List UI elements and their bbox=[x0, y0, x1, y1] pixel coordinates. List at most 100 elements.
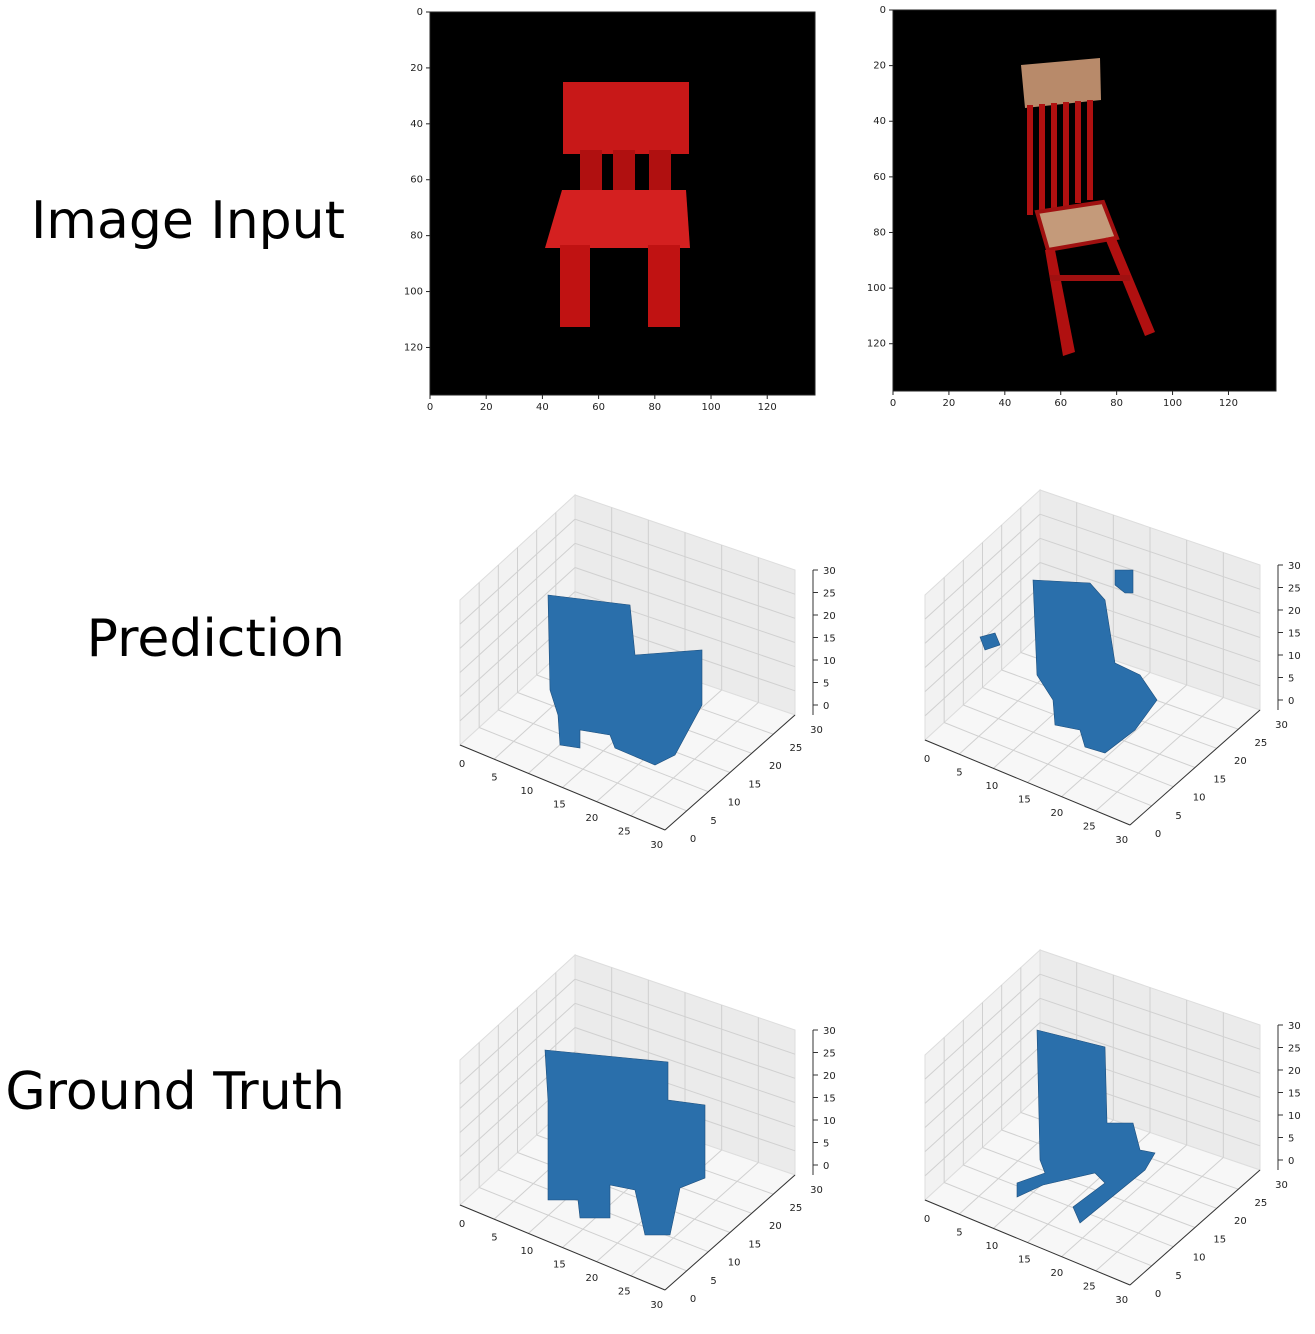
x-tick-label: 0 bbox=[459, 759, 465, 770]
x-tick-label: 0 bbox=[427, 402, 433, 413]
z-tick-label: 15 bbox=[823, 634, 836, 645]
chair-rocking-image bbox=[1021, 58, 1155, 356]
x-tick-label: 20 bbox=[585, 813, 598, 824]
y-tick-label: 0 bbox=[417, 7, 423, 18]
x-tick-label: 60 bbox=[1054, 398, 1067, 409]
y-tick-label: 120 bbox=[867, 339, 886, 350]
z-tick-label: 5 bbox=[1288, 674, 1294, 685]
y-tick-label: 20 bbox=[769, 761, 782, 772]
y-tick-label: 0 bbox=[690, 1294, 696, 1305]
y-tick-label: 25 bbox=[790, 1203, 803, 1214]
z-tick-label: 15 bbox=[823, 1094, 836, 1105]
z-tick-label: 10 bbox=[1288, 1111, 1301, 1122]
x-tick-label: 5 bbox=[491, 1232, 497, 1243]
y-tick-label: 0 bbox=[1155, 1289, 1161, 1300]
x-tick-label: 20 bbox=[1050, 1268, 1063, 1279]
axes-gridlines bbox=[459, 967, 796, 1277]
y-tick-label: 120 bbox=[404, 342, 423, 353]
y-tick-label: 15 bbox=[1213, 1234, 1226, 1245]
y-tick-label: 60 bbox=[410, 175, 423, 186]
y-tick-label: 5 bbox=[710, 816, 716, 827]
z-tick-label: 25 bbox=[823, 1049, 836, 1060]
x-tick-label: 20 bbox=[943, 398, 956, 409]
z-tick-label: 25 bbox=[823, 589, 836, 600]
x-tick-label: 80 bbox=[648, 402, 661, 413]
z-tick-label: 10 bbox=[823, 1116, 836, 1127]
z-tick-label: 5 bbox=[823, 679, 829, 690]
y-tick-label: 0 bbox=[690, 834, 696, 845]
y-tick-label: 10 bbox=[728, 1258, 741, 1269]
y-tick-label: 20 bbox=[1234, 1216, 1247, 1227]
chair-red-image bbox=[545, 82, 690, 327]
y-tick-label: 25 bbox=[790, 743, 803, 754]
x-tick-label: 25 bbox=[1083, 1281, 1096, 1292]
z-tick-label: 0 bbox=[823, 1161, 829, 1172]
y-tick-label: 25 bbox=[1255, 738, 1268, 749]
z-tick-label: 10 bbox=[823, 656, 836, 667]
y-tick-label: 40 bbox=[410, 119, 423, 130]
x-tick-label: 120 bbox=[1219, 398, 1238, 409]
y-tick-label: 15 bbox=[748, 1239, 761, 1250]
x-tick-label: 25 bbox=[618, 826, 631, 837]
z-tick-label: 20 bbox=[823, 611, 836, 622]
z-tick-label: 20 bbox=[1288, 1066, 1301, 1077]
z-tick-label: 30 bbox=[1288, 561, 1301, 572]
x-tick-label: 100 bbox=[1163, 398, 1182, 409]
x-tick-label: 10 bbox=[521, 786, 534, 797]
z-tick-label: 10 bbox=[1288, 651, 1301, 662]
z-tick-label: 15 bbox=[1288, 629, 1301, 640]
row-label-image-input: Image Input bbox=[30, 191, 345, 251]
x-tick-label: 30 bbox=[650, 1300, 663, 1311]
x-tick-label: 20 bbox=[585, 1273, 598, 1284]
y-tick-label: 80 bbox=[873, 227, 886, 238]
x-tick-label: 30 bbox=[650, 840, 663, 851]
y-tick-label: 10 bbox=[1193, 1253, 1206, 1264]
row-label-ground-truth: Ground Truth bbox=[5, 1062, 345, 1122]
y-tick-label: 20 bbox=[410, 63, 423, 74]
z-tick-label: 25 bbox=[1288, 584, 1301, 595]
voxel-shape bbox=[979, 569, 1158, 754]
x-tick-label: 15 bbox=[1018, 794, 1031, 805]
y-tick-label: 20 bbox=[1234, 756, 1247, 767]
x-tick-label: 30 bbox=[1115, 835, 1128, 846]
y-tick-label: 5 bbox=[1175, 811, 1181, 822]
axis-lines bbox=[459, 570, 814, 831]
x-tick-label: 10 bbox=[521, 1246, 534, 1257]
x-tick-label: 0 bbox=[924, 754, 930, 765]
x-tick-label: 100 bbox=[701, 402, 720, 413]
x-tick-label: 30 bbox=[1115, 1295, 1128, 1306]
x-tick-label: 0 bbox=[924, 1214, 930, 1225]
y-tick-label: 10 bbox=[728, 798, 741, 809]
x-tick-label: 20 bbox=[1050, 808, 1063, 819]
y-tick-label: 30 bbox=[810, 1185, 823, 1196]
x-tick-label: 40 bbox=[998, 398, 1011, 409]
z-tick-label: 5 bbox=[823, 1139, 829, 1150]
z-tick-label: 30 bbox=[823, 1026, 836, 1037]
y-tick-label: 0 bbox=[1155, 829, 1161, 840]
x-tick-label: 10 bbox=[986, 781, 999, 792]
y-tick-label: 80 bbox=[410, 231, 423, 242]
x-tick-label: 25 bbox=[618, 1286, 631, 1297]
z-tick-label: 30 bbox=[1288, 1021, 1301, 1032]
z-tick-label: 20 bbox=[1288, 606, 1301, 617]
y-tick-label: 5 bbox=[710, 1276, 716, 1287]
z-tick-label: 0 bbox=[1288, 1156, 1294, 1167]
y-tick-label: 20 bbox=[769, 1221, 782, 1232]
z-tick-label: 0 bbox=[823, 701, 829, 712]
x-tick-label: 80 bbox=[1110, 398, 1123, 409]
x-tick-label: 40 bbox=[536, 402, 549, 413]
x-tick-label: 15 bbox=[553, 1259, 566, 1270]
